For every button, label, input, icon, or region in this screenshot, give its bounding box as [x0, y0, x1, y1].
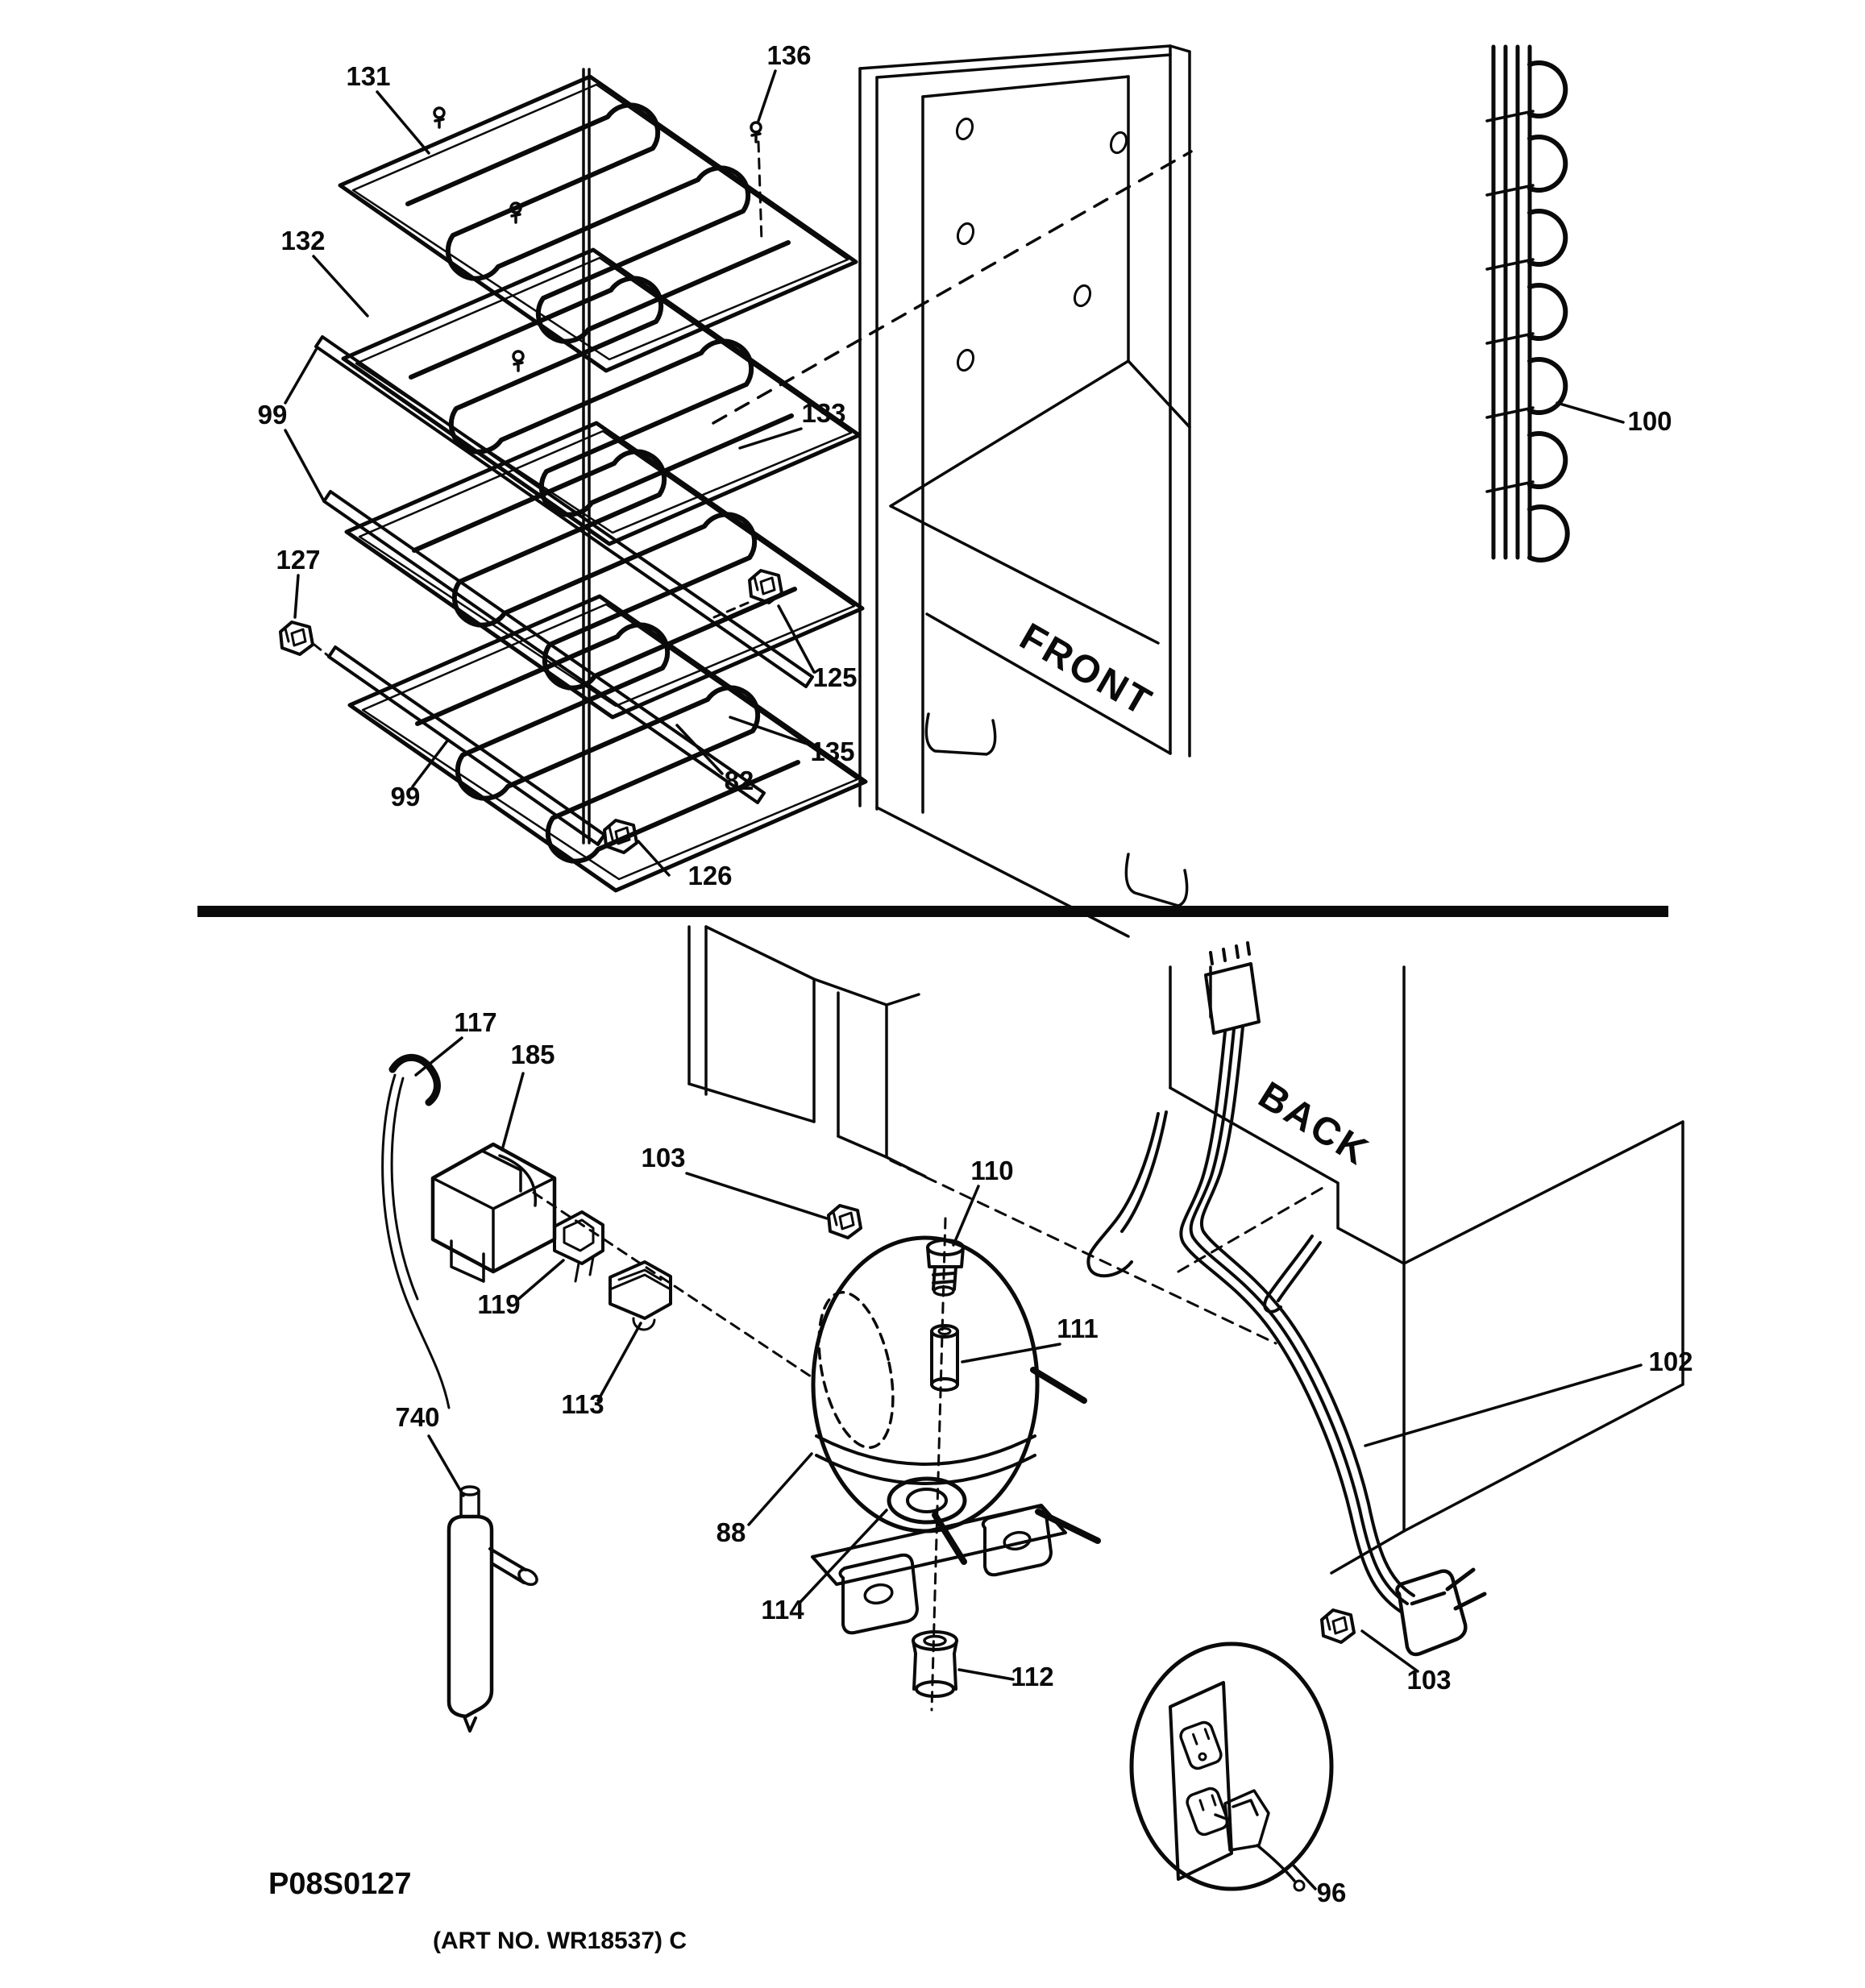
clip-125-dash [712, 601, 750, 619]
callout-103-left: 103 [641, 1143, 685, 1172]
wire-lead-117 [388, 1053, 441, 1106]
callout-117: 117 [454, 1007, 496, 1037]
callout-132: 132 [280, 226, 325, 255]
assembly-dash-line [712, 150, 1193, 425]
callout-135: 135 [810, 737, 854, 766]
cabinet-bottom-corner-fragment [687, 925, 927, 1178]
callout-100: 100 [1627, 406, 1672, 436]
relay-assembly-dash [532, 1191, 817, 1381]
ear-hole-right [1003, 1530, 1032, 1551]
art-number: (ART NO. WR18537) C [433, 1928, 687, 1954]
callout-110: 110 [970, 1156, 1013, 1185]
compressor-base-plate [811, 1504, 1067, 1586]
overload-protector-113 [609, 1260, 672, 1331]
cabinet-right-foot [1124, 853, 1189, 907]
callout-112: 112 [1011, 1662, 1053, 1691]
callout-125: 125 [812, 662, 857, 692]
shelf-screws [433, 106, 763, 372]
suction-tube [582, 68, 591, 845]
plug-adapter-detail [1214, 1789, 1306, 1892]
compressor-assembly [811, 1217, 1101, 1712]
callout-103-right: 103 [1406, 1665, 1451, 1695]
back-label: BACK [1251, 1073, 1377, 1174]
grommet-112 [912, 1630, 958, 1698]
shelf-support-rails [314, 335, 814, 846]
callout-126: 126 [687, 861, 732, 890]
callout-127: 127 [276, 545, 320, 575]
callout-133: 133 [801, 398, 845, 428]
relay-119 [553, 1210, 604, 1283]
plug-prongs [1445, 1567, 1487, 1611]
spacer-111 [930, 1324, 959, 1392]
tube-hook-right [1263, 1235, 1322, 1314]
callout-740: 740 [395, 1402, 439, 1432]
wire-harness-102 [1086, 941, 1487, 1657]
harness-wires [1179, 1025, 1415, 1613]
condenser-coil [1485, 44, 1570, 562]
outlet-detail-circle [1129, 1641, 1334, 1892]
mounting-ear-left [838, 1553, 919, 1635]
compressor-dome [811, 1235, 1040, 1534]
callout-185: 185 [510, 1040, 555, 1069]
cabinet-shelf-holes [955, 117, 1128, 372]
cabinet-front-left-edges [858, 67, 924, 814]
compressor-seam-lines [815, 1434, 1036, 1485]
callout-111: 111 [1057, 1314, 1098, 1343]
detail-circle [1129, 1641, 1334, 1891]
mounting-bolt-110 [926, 1239, 965, 1297]
clip-103-b [1320, 1608, 1356, 1644]
outlet-receptacles [1179, 1720, 1229, 1837]
cabinet-front-band [875, 612, 1172, 938]
callout-114: 114 [761, 1595, 804, 1625]
support-rail-2 [322, 490, 766, 804]
screw-136-icon [750, 121, 762, 143]
bolt-centerline-dash [930, 1217, 947, 1712]
callout-102: 102 [1648, 1347, 1693, 1376]
callout-82: 82 [725, 766, 754, 795]
cabinet-back-view [889, 965, 1684, 1575]
tube-hook-left [1086, 1110, 1168, 1278]
power-plug [1395, 1569, 1468, 1657]
wire-lead-117-tail [381, 1073, 451, 1409]
drier-filter-740 [447, 1485, 538, 1733]
clip-125 [748, 569, 783, 604]
callout-99-upper: 99 [258, 400, 288, 430]
washer-114 [887, 1476, 967, 1525]
cabinet-left-foot [924, 712, 997, 756]
screw-136-dash [757, 140, 763, 243]
relay-cover-185 [430, 1142, 557, 1283]
screw-icon [512, 350, 525, 372]
cabinet-right-edges [1169, 44, 1191, 757]
callout-131: 131 [346, 61, 390, 91]
ear-hole-left [863, 1583, 894, 1605]
compressor-highlight [817, 1290, 895, 1450]
clip-103-a [827, 1204, 862, 1239]
cabinet-floor-edges [889, 359, 1191, 645]
callout-119: 119 [477, 1289, 520, 1319]
callout-99-lower: 99 [391, 782, 421, 811]
section-divider-line [197, 906, 1668, 917]
callout-113: 113 [561, 1389, 604, 1419]
clip-126-dash [596, 830, 608, 845]
callout-88: 88 [717, 1517, 746, 1547]
clip-127 [279, 620, 314, 656]
outlet-wall-plate [1169, 1681, 1233, 1881]
shelf-clips [279, 569, 783, 854]
callout-136: 136 [766, 40, 811, 70]
evaporator-shelf-stack [340, 68, 866, 890]
screw-icon [433, 106, 446, 129]
harness-connector [1204, 941, 1261, 1035]
drawing-code: P08S0127 [268, 1867, 412, 1901]
callout-labels: 131 136 132 99 133 127 125 135 82 99 126… [258, 40, 1693, 1907]
support-rail-1 [314, 335, 814, 688]
support-rail-3 [327, 645, 606, 846]
clip-127-dash [313, 643, 332, 659]
cabinet-top-edges [858, 44, 1172, 98]
starter-relay-train [381, 1053, 817, 1409]
leader-lines [284, 69, 1643, 1890]
callout-96: 96 [1317, 1878, 1347, 1907]
freezer-cabinet [858, 44, 1191, 938]
mounting-ear-right [981, 1504, 1053, 1577]
